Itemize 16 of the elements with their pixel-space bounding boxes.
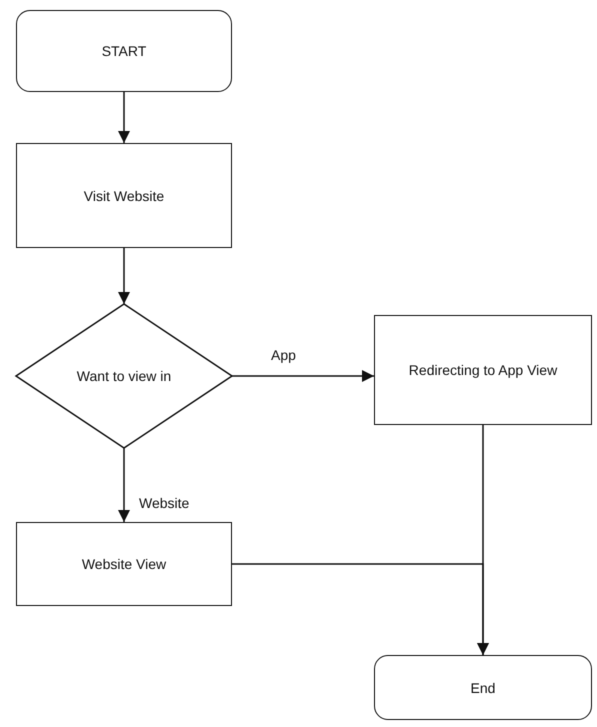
terminal-box xyxy=(374,655,592,720)
node-text: End xyxy=(470,680,496,696)
node-text: Website View xyxy=(82,556,166,572)
arrow xyxy=(118,92,130,143)
node-text: Want to view in xyxy=(76,368,172,384)
arrow xyxy=(118,248,130,304)
process-box xyxy=(16,143,232,248)
node-text: START xyxy=(102,43,146,59)
arrow xyxy=(232,370,374,382)
process-box xyxy=(374,315,592,425)
node-text: Redirecting to App View xyxy=(408,362,558,378)
process-box xyxy=(16,522,232,606)
terminal-box xyxy=(16,10,232,92)
arrow xyxy=(232,563,489,655)
node-text: Visit Website xyxy=(84,188,164,204)
arrow xyxy=(118,448,130,522)
